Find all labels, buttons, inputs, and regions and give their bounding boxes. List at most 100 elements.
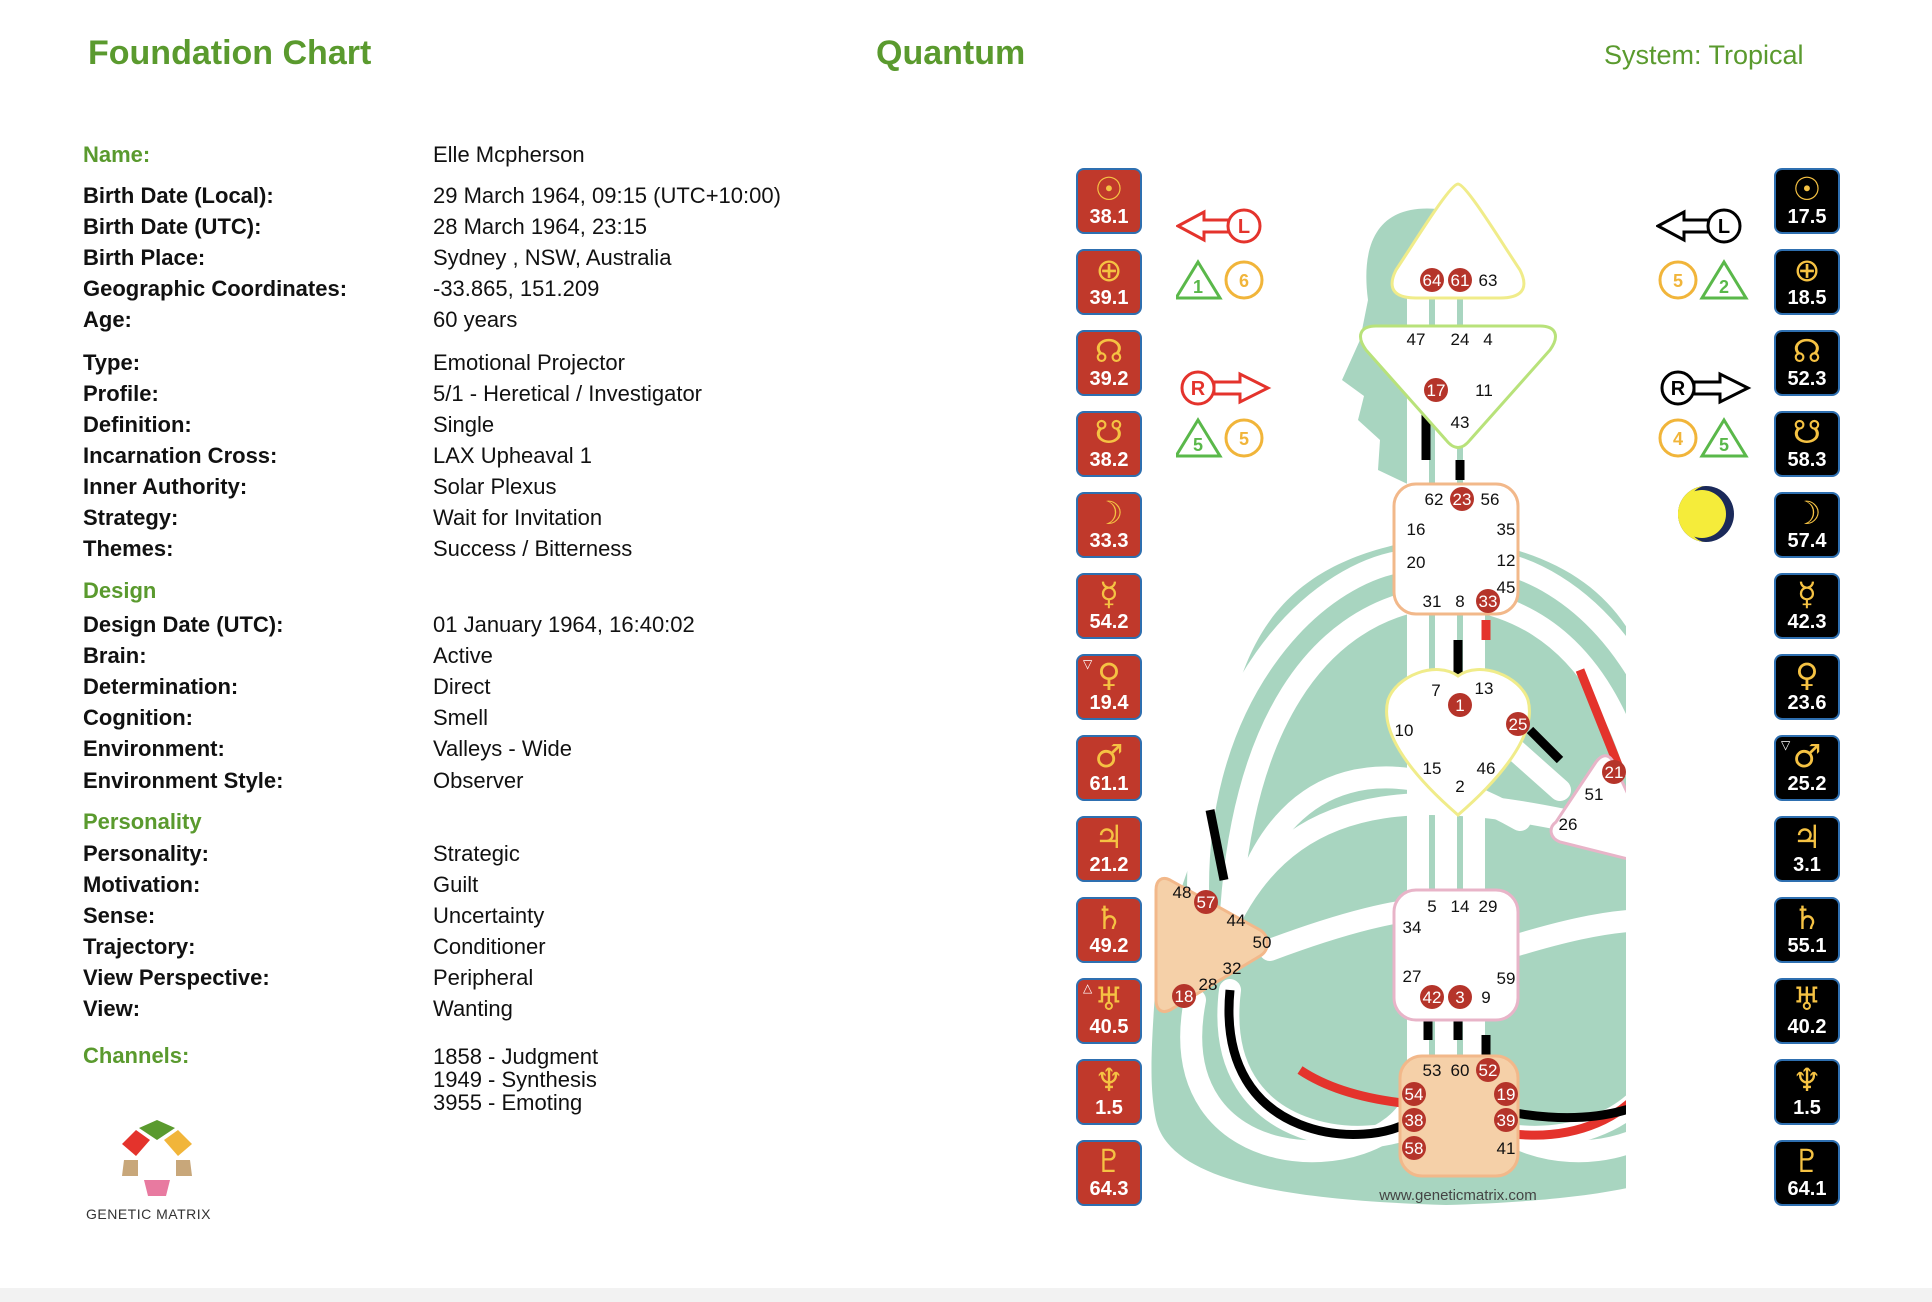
head-center	[1390, 182, 1526, 300]
gate-number: 21	[1605, 763, 1624, 782]
gate-number: 38	[1405, 1111, 1424, 1130]
info-label: Brain:	[83, 643, 147, 668]
gate-number: 18	[1175, 987, 1194, 1006]
info-value: 5/1 - Heretical / Investigator	[433, 381, 703, 406]
planet-box: ♂61.1	[1076, 735, 1142, 801]
personality-arrows: L 5 2 R 4 5	[1656, 208, 1752, 458]
info-label: Sense:	[83, 903, 156, 928]
svg-text:5: 5	[1673, 271, 1683, 291]
info-row: Birth Date (UTC):28 March 1964, 23:15	[83, 214, 983, 244]
gate-number: 7	[1431, 681, 1440, 700]
gate-active-marker	[1476, 1058, 1500, 1082]
channel-item: 3955 - Emoting	[433, 1090, 583, 1115]
gate-number: 33	[1479, 592, 1498, 611]
info-label: Incarnation Cross:	[83, 443, 278, 468]
design-right-arrow-icon: R	[1180, 370, 1272, 406]
page-title: Foundation Chart	[88, 34, 372, 72]
uranus-icon: ♅	[1094, 980, 1124, 1018]
planet-value: 1.5	[1095, 1097, 1123, 1119]
gate-number: 35	[1497, 520, 1516, 539]
jupiter-icon: ♃	[1792, 818, 1822, 856]
info-row: Geographic Coordinates: -33.865, 151.209	[83, 276, 983, 306]
planet-value: 3.1	[1793, 854, 1821, 876]
gate-number: 62	[1425, 490, 1444, 509]
planet-box: ☽33.3	[1076, 492, 1142, 558]
info-row: Trajectory:Conditioner	[83, 934, 983, 964]
info-row: Themes:Success / Bitterness	[83, 536, 983, 566]
info-row: Profile:5/1 - Heretical / Investigator	[83, 381, 983, 411]
info-value: Valleys - Wide	[433, 736, 572, 761]
info-label: Environment:	[83, 736, 225, 761]
planet-value: 38.1	[1089, 206, 1129, 228]
planet-value: 61.1	[1089, 773, 1129, 795]
sun-icon: ☉	[1792, 170, 1822, 208]
north-node-icon: ☊	[1094, 332, 1124, 370]
throat-center	[1392, 482, 1520, 616]
gate-number: 43	[1451, 413, 1470, 432]
info-value: -33.865, 151.209	[433, 276, 600, 301]
info-value: Active	[433, 643, 493, 668]
jupiter-icon: ♃	[1094, 818, 1124, 856]
gate-active-marker	[1402, 1082, 1426, 1106]
planet-value: 42.3	[1787, 611, 1827, 633]
gate-number: 48	[1173, 883, 1192, 902]
info-label: Definition:	[83, 412, 192, 437]
info-value: 60 years	[433, 307, 518, 332]
sun-icon: ☉	[1094, 170, 1124, 208]
planet-box: ⊕39.1	[1076, 249, 1142, 315]
planet-value: 55.1	[1787, 935, 1827, 957]
gate-number: 46	[1477, 759, 1496, 778]
planet-value: 49.2	[1089, 935, 1129, 957]
planet-value: 38.2	[1089, 449, 1129, 471]
info-row: Inner Authority:Solar Plexus	[83, 474, 983, 504]
info-row: Birth Date (Local):29 March 1964, 09:15 …	[83, 183, 983, 213]
personality-right-arrow-icon: R	[1660, 370, 1752, 406]
pluto-icon: ♇	[1792, 1142, 1822, 1180]
saturn-icon: ♄	[1094, 899, 1124, 937]
info-label: Inner Authority:	[83, 474, 248, 499]
gate-active-marker	[1420, 985, 1444, 1009]
gate-number: 5	[1427, 897, 1436, 916]
spleen-center	[1154, 876, 1269, 1014]
planet-box: ♃21.2	[1076, 816, 1142, 882]
info-row: View:Wanting	[83, 996, 983, 1026]
info-label: Design Date (UTC):	[83, 612, 284, 637]
moon-phase-icon	[1678, 486, 1734, 542]
logo-text: GENETIC MATRIX	[86, 1206, 211, 1222]
info-row: Incarnation Cross:LAX Upheaval 1	[83, 443, 983, 473]
planet-value: 40.5	[1089, 1016, 1129, 1038]
gate-active-marker	[1420, 268, 1444, 292]
gate-number: 59	[1497, 969, 1516, 988]
mercury-icon: ☿	[1099, 575, 1119, 613]
moon-icon: ☽	[1094, 494, 1124, 532]
gate-active-marker	[1494, 1108, 1518, 1132]
gate-number: 53	[1423, 1061, 1442, 1080]
planet-value: 21.2	[1089, 854, 1129, 876]
info-value: Emotional Projector	[433, 350, 625, 375]
gate-number: 39	[1497, 1111, 1516, 1130]
channels-row: Channels:	[83, 1043, 983, 1073]
planet-box: ♅40.2	[1774, 978, 1840, 1044]
gate-number: 60	[1451, 1061, 1470, 1080]
info-label: Design	[83, 578, 157, 603]
info-label: Name:	[83, 142, 151, 167]
gate-active-marker	[1424, 378, 1448, 402]
ajna-center	[1359, 324, 1557, 449]
info-value: Wanting	[433, 996, 513, 1021]
south-node-icon: ☋	[1094, 413, 1124, 451]
info-row: Personality	[83, 809, 983, 839]
gate-active-marker	[1448, 985, 1472, 1009]
info-value: Sydney , NSW, Australia	[433, 245, 672, 270]
gate-number: 57	[1197, 893, 1216, 912]
info-label: Type:	[83, 350, 141, 375]
gate-number: 50	[1253, 933, 1272, 952]
planet-box: ⊕18.5	[1774, 249, 1840, 315]
gate-number: 16	[1407, 520, 1426, 539]
gate-number: 56	[1481, 490, 1500, 509]
planet-box: ▽♀19.4	[1076, 654, 1142, 720]
info-label: Geographic Coordinates:	[83, 276, 348, 301]
gate-number: 12	[1497, 551, 1516, 570]
planet-box: ♄49.2	[1076, 897, 1142, 963]
planet-value: 25.2	[1787, 773, 1827, 795]
